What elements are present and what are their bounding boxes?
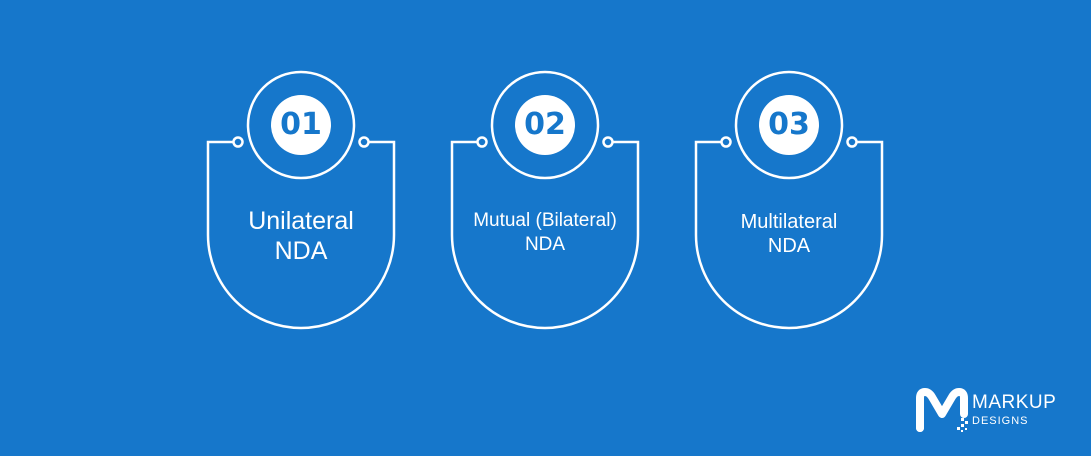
step-number-2: 02 <box>524 107 566 142</box>
step-card-3: 03 Multilateral NDA <box>689 70 889 335</box>
step-number-3: 03 <box>768 107 810 142</box>
step-card-1-outline <box>206 70 396 330</box>
step-title-2-line1: Mutual (Bilateral) <box>473 210 617 231</box>
step-title-2: Mutual (Bilateral) NDA <box>451 209 639 257</box>
step-card-1: 01 Unilateral NDA <box>201 70 401 335</box>
step-card-2: 02 Mutual (Bilateral) NDA <box>445 70 645 335</box>
brand-m-logo-icon <box>916 388 968 432</box>
brand-logo: MARKUP DESIGNS <box>916 388 1076 438</box>
step-title-1-line1: Unilateral <box>248 207 354 235</box>
step-number-1: 01 <box>280 107 322 142</box>
step-title-3-line2: NDA <box>767 235 811 257</box>
brand-name: MARKUP <box>972 392 1057 413</box>
step-title-1: Unilateral NDA <box>207 206 395 266</box>
step-card-3-outline <box>694 70 884 330</box>
step-title-3-line1: Multilateral <box>740 211 838 233</box>
step-title-2-line2: NDA <box>524 234 566 255</box>
step-title-1-line2: NDA <box>274 237 328 265</box>
brand-subtitle: DESIGNS <box>972 415 1029 427</box>
step-card-2-outline <box>450 70 640 330</box>
step-title-3: Multilateral NDA <box>695 210 883 258</box>
